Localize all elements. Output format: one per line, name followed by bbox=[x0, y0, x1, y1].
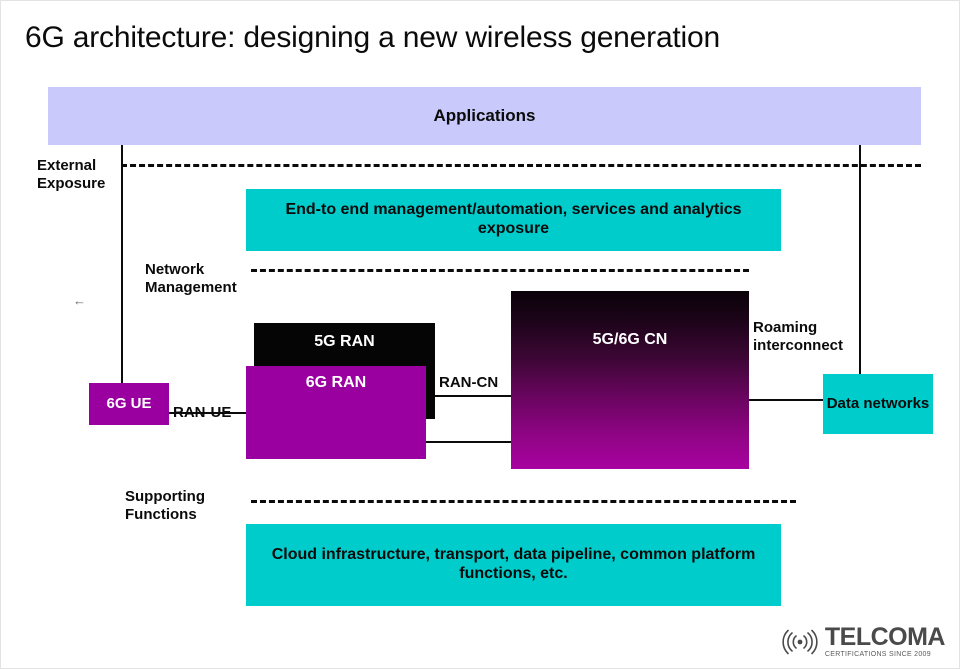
label-interface-ran-ue: RAN-UE bbox=[173, 404, 232, 421]
label-network-management: Network Management bbox=[145, 261, 237, 296]
divider-external-exposure bbox=[121, 164, 921, 167]
divider-network-management bbox=[251, 269, 749, 272]
connector-cn-to-datanetworks bbox=[747, 399, 827, 401]
connector-right-vertical bbox=[859, 145, 861, 381]
supporting-functions-box: Cloud infrastructure, transport, data pi… bbox=[246, 524, 781, 606]
applications-box: Applications bbox=[48, 87, 921, 145]
label-roaming-interconnect: Roaming interconnect bbox=[753, 319, 844, 354]
ran-5g-label: 5G RAN bbox=[314, 333, 375, 350]
divider-supporting-functions bbox=[251, 500, 796, 503]
supporting-functions-box-label: Cloud infrastructure, transport, data pi… bbox=[271, 546, 756, 582]
ue-6g-label: 6G UE bbox=[106, 395, 152, 413]
left-arrow-icon: ← bbox=[73, 293, 86, 308]
e2e-management-box: End-to end management/automation, servic… bbox=[246, 189, 781, 251]
ran-6g-box: 6G RAN bbox=[246, 366, 426, 459]
label-external-exposure: External Exposure bbox=[37, 157, 106, 192]
data-networks-label: Data networks bbox=[826, 395, 930, 413]
applications-label: Applications bbox=[433, 105, 536, 125]
connector-ran5g-to-cn bbox=[426, 395, 516, 397]
data-networks-box: Data networks bbox=[823, 374, 933, 434]
core-network-label: 5G/6G CN bbox=[592, 331, 668, 348]
connector-ue-to-ran bbox=[167, 412, 257, 414]
wifi-waves-icon bbox=[782, 629, 818, 654]
label-interface-ran-cn: RAN-CN bbox=[439, 374, 499, 391]
ue-6g-box: 6G UE bbox=[89, 383, 169, 425]
logo-brand-text: TELCOMA bbox=[824, 623, 946, 651]
ran-6g-label: 6G RAN bbox=[305, 374, 367, 391]
connector-left-vertical bbox=[121, 145, 123, 391]
connector-ran6g-to-cn bbox=[426, 441, 516, 443]
core-network-box: 5G/6G CN bbox=[511, 291, 749, 469]
e2e-management-label: End-to end management/automation, servic… bbox=[285, 201, 742, 237]
logo-tagline-text: CERTIFICATIONS SINCE 2009 bbox=[824, 651, 931, 658]
telcoma-logo: TELCOMA CERTIFICATIONS SINCE 2009 bbox=[778, 623, 946, 658]
page-title: 6G architecture: designing a new wireles… bbox=[25, 21, 720, 54]
label-supporting-functions: Supporting Functions bbox=[125, 488, 205, 523]
